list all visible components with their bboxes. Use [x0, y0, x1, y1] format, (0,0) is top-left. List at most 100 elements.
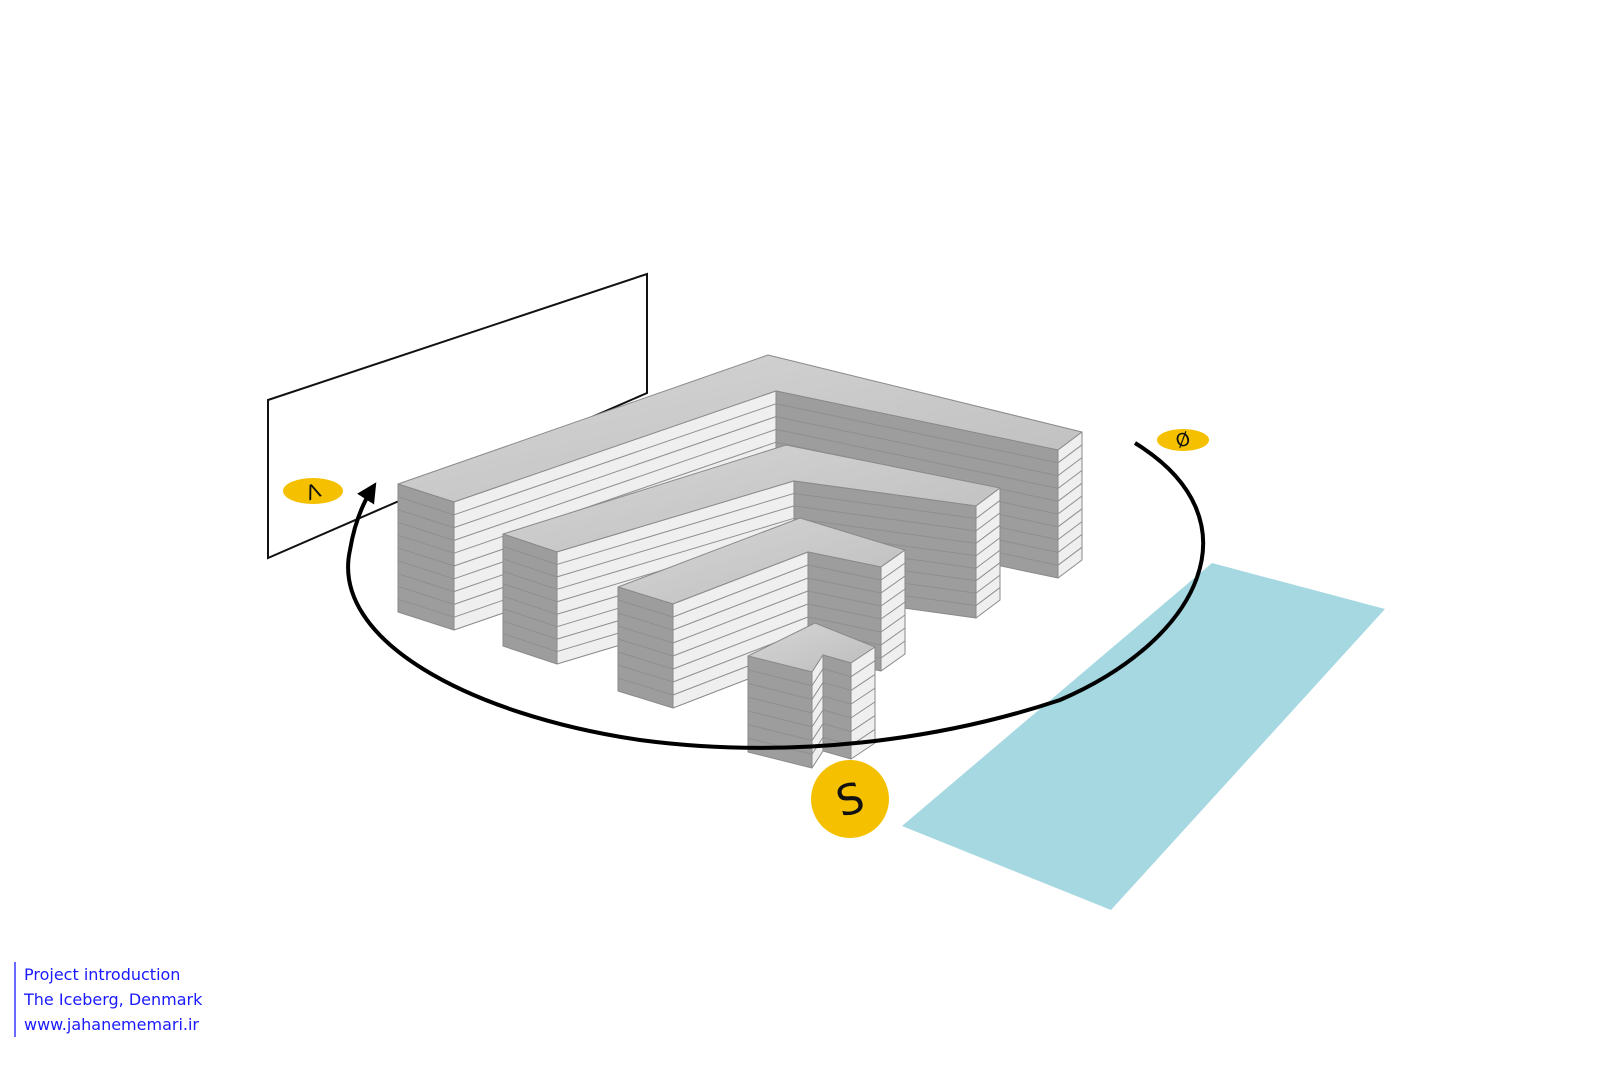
floor-line	[880, 601, 906, 620]
floor-line	[850, 687, 876, 705]
floor-line	[747, 696, 813, 714]
floor-line	[811, 682, 824, 700]
floor-line	[807, 616, 882, 633]
floor-line	[850, 715, 876, 732]
floor-line	[975, 549, 1001, 569]
floor-line	[397, 521, 455, 541]
floor-line	[397, 496, 455, 516]
floor-line	[672, 577, 809, 631]
floor-line	[1057, 546, 1083, 566]
floor-line	[502, 633, 558, 653]
floor-line	[975, 500, 1001, 519]
floor-line	[822, 709, 852, 719]
floor-line	[502, 620, 558, 640]
floor-line	[880, 627, 906, 646]
floor-line	[811, 695, 824, 714]
floor-line	[672, 616, 809, 670]
floor-line	[397, 560, 455, 580]
floor-line	[747, 710, 813, 728]
floor-line	[397, 598, 455, 618]
caption-title: Project introduction	[24, 965, 181, 984]
floor-line	[775, 403, 1059, 464]
floor-line	[822, 668, 852, 678]
floor-line	[807, 590, 882, 607]
floor-line	[807, 564, 882, 581]
floor-line	[850, 674, 876, 691]
floor-line	[453, 403, 777, 516]
floor-line	[775, 416, 1059, 477]
floor-line	[1057, 444, 1083, 464]
caption-block: Project introduction The Iceberg, Denmar…	[14, 962, 202, 1037]
floor-line	[502, 558, 558, 578]
floor-line	[880, 640, 906, 659]
floor-line	[811, 723, 824, 741]
floor-line	[502, 595, 558, 615]
floor-line	[1057, 469, 1083, 489]
floor-line	[850, 660, 876, 678]
floor-line	[397, 509, 455, 529]
floor-line	[617, 651, 674, 670]
floor-line	[1057, 534, 1083, 553]
floor-line	[775, 428, 1059, 489]
floor-line	[617, 599, 674, 618]
floor-line	[975, 512, 1001, 532]
floor-line	[1057, 482, 1083, 502]
floor-line	[822, 723, 852, 733]
floor-line	[397, 534, 455, 554]
floor-line	[502, 570, 558, 590]
floor-line	[1057, 495, 1083, 515]
floor-line	[502, 608, 558, 628]
east-marker-label: Ø	[1172, 426, 1192, 451]
floor-line	[747, 724, 813, 742]
floor-line	[1057, 508, 1083, 528]
floor-line	[880, 575, 906, 594]
floor-line	[793, 505, 977, 532]
wing-end-face	[850, 646, 876, 760]
floor-line	[975, 524, 1001, 544]
floor-line	[502, 583, 558, 603]
floor-line	[502, 545, 558, 565]
floor-line	[453, 428, 777, 541]
building-massing	[397, 354, 1083, 769]
floor-line	[880, 614, 906, 633]
west-marker: V	[283, 477, 343, 505]
floor-line	[617, 677, 674, 696]
floor-line	[811, 668, 824, 686]
floor-line	[822, 695, 852, 705]
floor-line	[556, 505, 795, 578]
floor-line	[747, 669, 813, 687]
floor-line	[793, 517, 977, 544]
floor-line	[617, 638, 674, 657]
floor-line	[975, 562, 1001, 582]
sun-path-arc	[346, 441, 1206, 750]
floor-line	[556, 517, 795, 590]
east-marker: Ø	[1157, 426, 1209, 451]
floor-line	[453, 416, 777, 529]
south-marker: S	[811, 760, 889, 838]
floor-line	[975, 574, 1001, 594]
caption-website[interactable]: www.jahanememari.ir	[24, 1015, 200, 1034]
floor-line	[672, 590, 809, 644]
floor-line	[556, 492, 795, 565]
floor-line	[617, 612, 674, 631]
floor-line	[617, 625, 674, 644]
floor-line	[807, 577, 882, 594]
floor-line	[975, 537, 1001, 557]
floor-line	[850, 701, 876, 719]
floor-line	[397, 573, 455, 593]
water-surface	[902, 563, 1385, 910]
floor-line	[397, 585, 455, 605]
floor-line	[880, 562, 906, 581]
caption-project: The Iceberg, Denmark	[24, 990, 203, 1009]
floor-line	[617, 664, 674, 683]
floor-line	[672, 564, 809, 618]
floor-line	[975, 587, 1001, 606]
floor-line	[747, 682, 813, 700]
floor-line	[397, 547, 455, 567]
vertical-plane	[267, 272, 648, 560]
wing-end-face	[747, 655, 813, 769]
floor-line	[807, 603, 882, 620]
floor-line	[793, 492, 977, 519]
floor-line	[880, 588, 906, 607]
